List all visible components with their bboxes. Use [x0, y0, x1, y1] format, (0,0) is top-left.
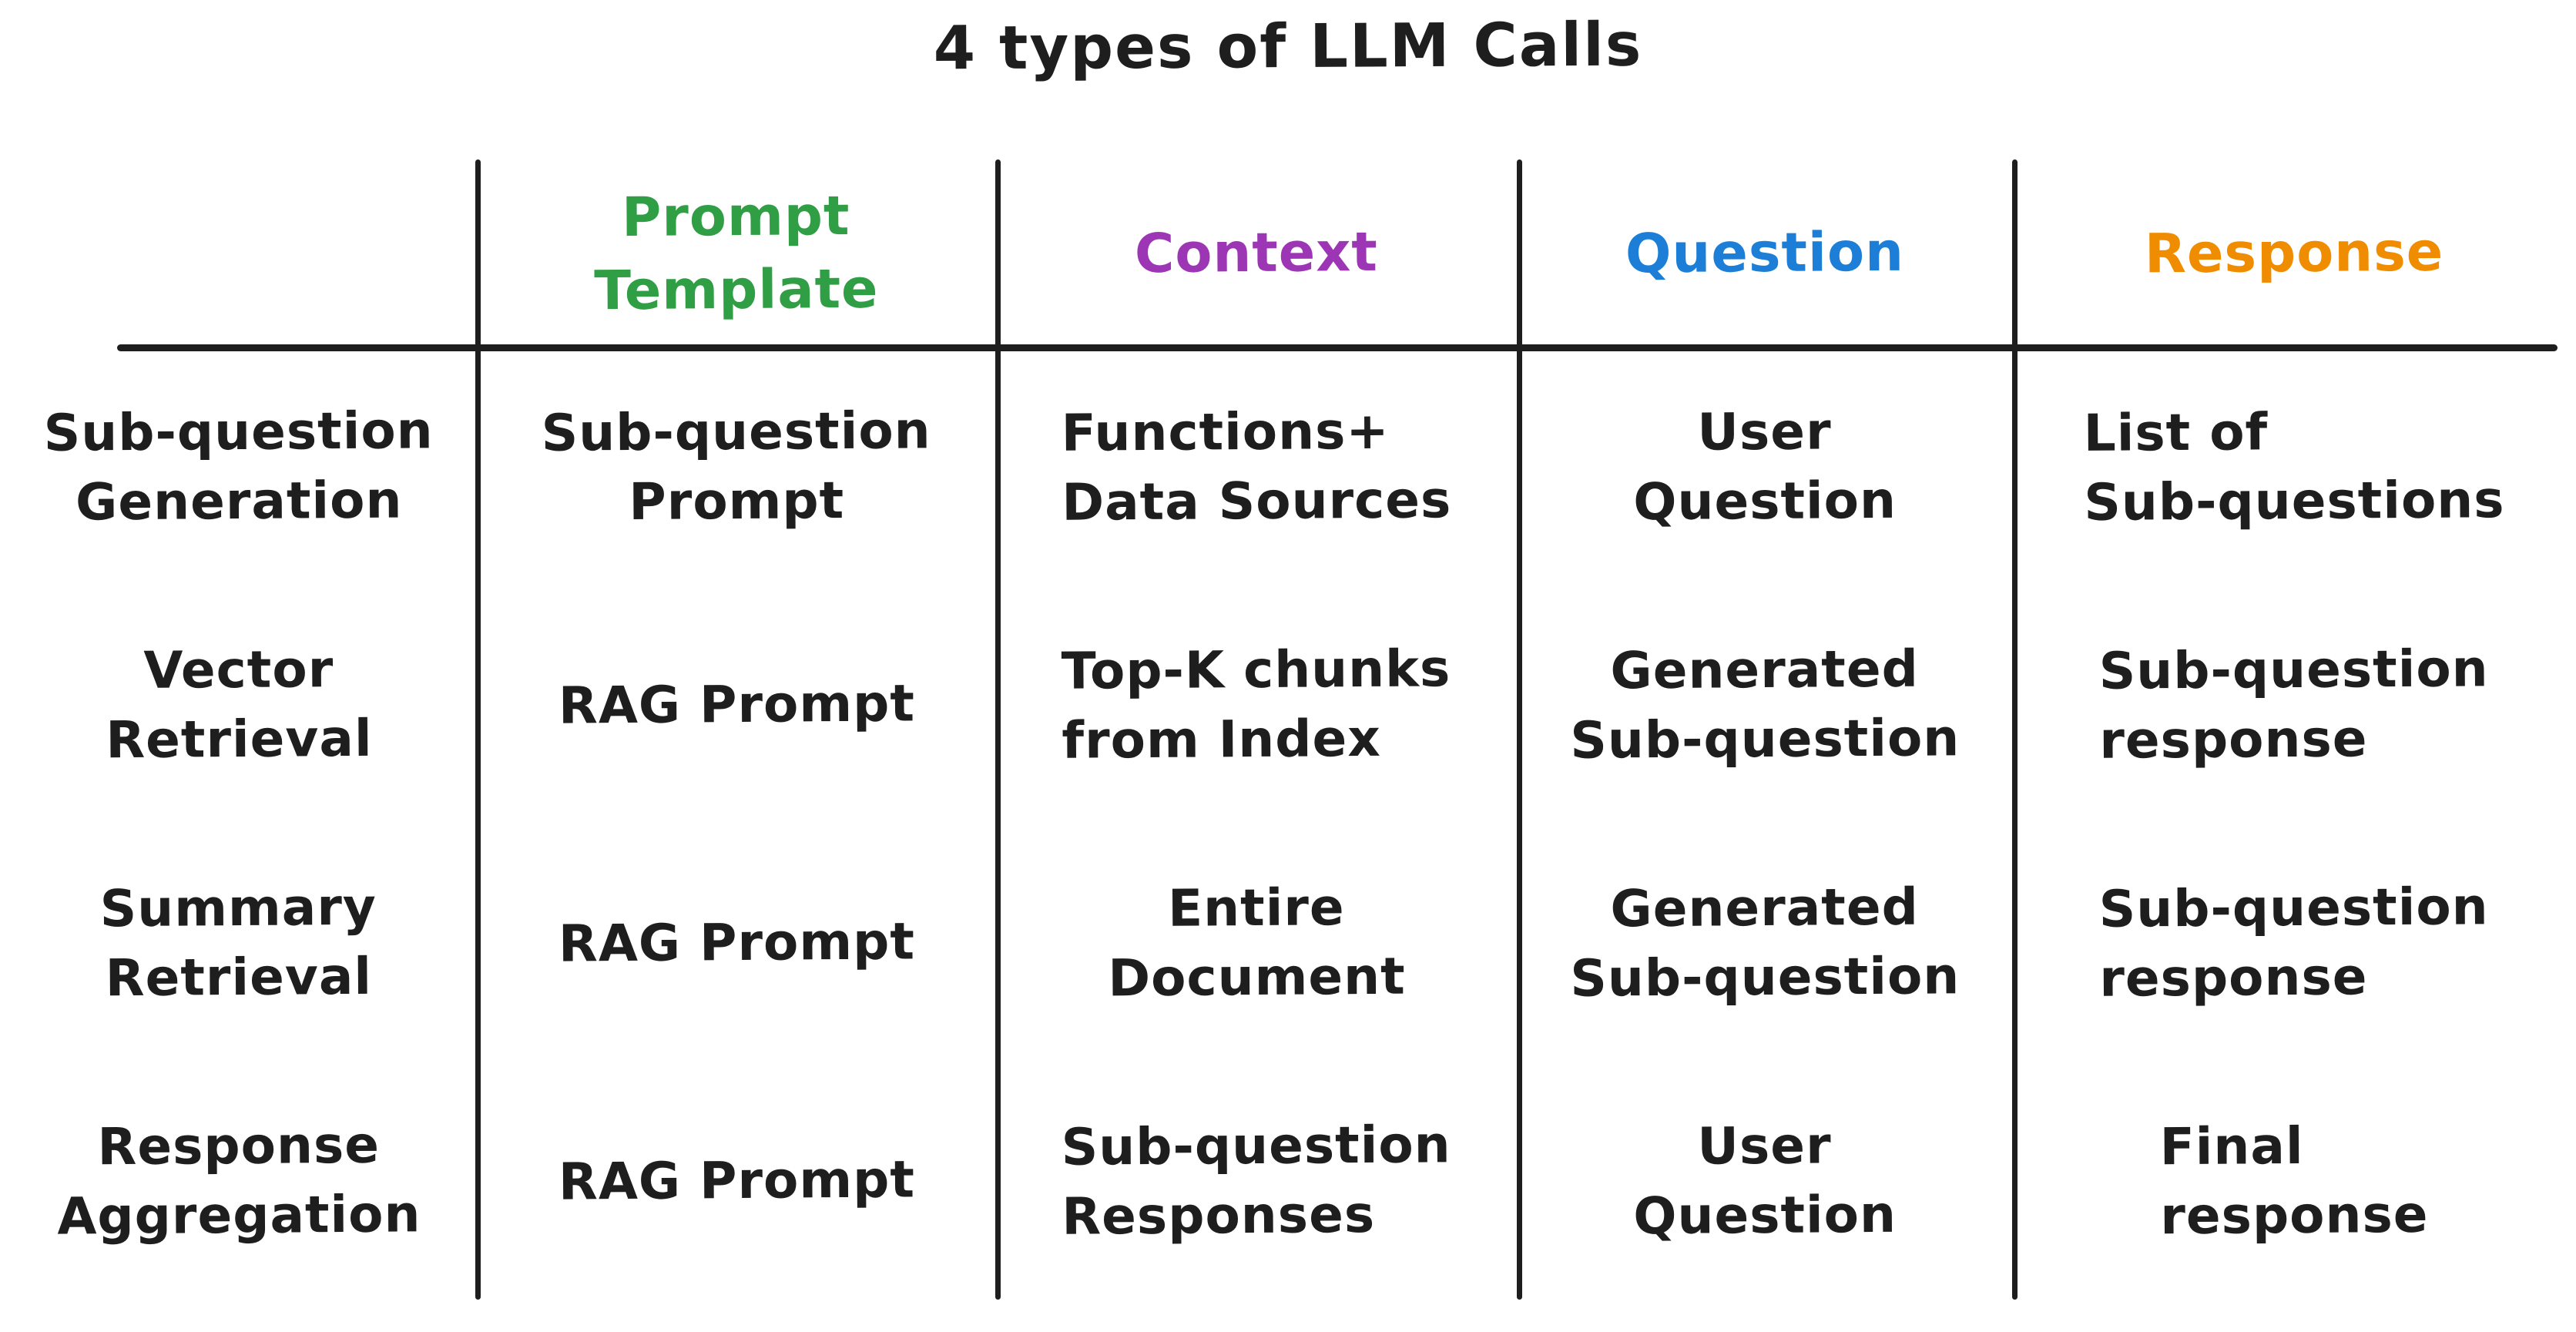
cell-prompt-template: RAG Prompt	[478, 824, 995, 1062]
cell-text-line: Question	[1633, 1184, 1897, 1246]
cell-text-line: Generated	[1610, 877, 1920, 939]
cell-text-line: User	[1697, 1116, 1833, 1176]
cell-text-line: Sub-question	[1570, 707, 1961, 770]
cell-text-line: Response	[2144, 220, 2444, 286]
cell-prompt-template: RAG Prompt	[478, 1062, 995, 1300]
cell-context: Entire Document	[995, 824, 1518, 1062]
row-label-response-aggregation: Response Aggregation	[0, 1062, 478, 1300]
cell-question: Generated Sub-question	[1518, 585, 2012, 824]
llm-calls-table: Prompt Template Context Question Respons…	[0, 159, 2576, 1300]
cell-text-line: Question	[1625, 220, 1905, 286]
cell-question: Generated Sub-question	[1518, 824, 2012, 1062]
cell-text-block: RAG Prompt	[558, 1145, 915, 1216]
cell-text-line: Functions+	[1061, 401, 1390, 463]
cell-text-block: User Question	[1633, 397, 1897, 537]
cell-text-block: Sub-question Prompt	[541, 396, 931, 537]
cell-prompt-template: Sub-question Prompt	[478, 347, 995, 585]
cell-text-line: Responses	[1062, 1184, 1376, 1246]
cell-text-line: Generated	[1610, 639, 1920, 701]
diagram-title: 4 types of LLM Calls	[933, 10, 1643, 84]
cell-text-line: Sub-question	[541, 400, 931, 463]
cell-text-line: Sub-question	[43, 400, 434, 463]
header-divider	[117, 344, 2558, 351]
column-divider	[995, 159, 1001, 1300]
cell-text-block: User Question	[1633, 1111, 1897, 1251]
cell-text-line: Prompt	[629, 470, 845, 532]
cell-text-line: Retrieval	[105, 946, 373, 1008]
column-divider	[475, 159, 481, 1300]
cell-text-line: Final	[2159, 1116, 2304, 1176]
cell-text-block: Generated Sub-question	[1569, 872, 1960, 1013]
cell-text-line: Summary	[99, 877, 377, 939]
cell-text-line: RAG Prompt	[558, 911, 915, 974]
cell-text-line: Question	[1633, 470, 1897, 532]
cell-text-line: Response	[97, 1115, 381, 1177]
cell-text-block: List of Sub-questions	[2083, 396, 2504, 537]
cell-text-block: RAG Prompt	[558, 907, 915, 978]
cell-text-block: Prompt Template	[594, 180, 879, 328]
column-header-question: Question	[1518, 159, 2012, 347]
cell-text-block: Sub-question response	[2098, 634, 2489, 775]
cell-text-block: Response	[2145, 216, 2444, 291]
cell-text-line: response	[2099, 708, 2368, 770]
cell-text-line: Aggregation	[56, 1183, 421, 1246]
cell-text-line: Sub-questions	[2083, 469, 2505, 532]
cell-text-line: RAG Prompt	[558, 673, 915, 736]
cell-text-line: from Index	[1062, 708, 1382, 770]
column-divider	[2012, 159, 2018, 1300]
cell-text-block: Functions+ Data Sources	[1061, 396, 1451, 537]
row-label-sub-question-generation: Sub-question Generation	[0, 347, 478, 585]
cell-question: User Question	[1518, 347, 2012, 585]
cell-text-line: Retrieval	[105, 708, 373, 770]
cell-context: Functions+ Data Sources	[995, 347, 1518, 585]
header-cell-empty	[0, 159, 478, 347]
cell-text-block: RAG Prompt	[558, 669, 915, 740]
cell-text-block: Summary Retrieval	[100, 872, 377, 1012]
cell-text-line: Sub-question	[1570, 945, 1961, 1008]
column-header-context: Context	[995, 159, 1518, 347]
column-header-response: Response	[2012, 159, 2576, 347]
row-label-summary-retrieval: Summary Retrieval	[0, 824, 478, 1062]
cell-text-line: Sub-question	[1061, 1114, 1451, 1177]
cell-text-block: Entire Document	[1107, 872, 1406, 1012]
cell-response: Sub-question response	[2012, 585, 2576, 824]
cell-text-line: List of	[2083, 401, 2269, 463]
cell-response: Final response	[2012, 1062, 2576, 1300]
cell-question: User Question	[1518, 1062, 2012, 1300]
cell-response: Sub-question response	[2012, 824, 2576, 1062]
cell-text-block: Context	[1135, 216, 1379, 290]
cell-text-line: Document	[1107, 946, 1406, 1008]
row-label-vector-retrieval: Vector Retrieval	[0, 585, 478, 824]
cell-text-line: Sub-question	[2098, 876, 2489, 939]
cell-text-line: Sub-question	[2098, 638, 2489, 701]
cell-prompt-template: RAG Prompt	[478, 585, 995, 824]
cell-text-block: Generated Sub-question	[1569, 634, 1960, 775]
cell-context: Top-K chunks from Index	[995, 585, 1518, 824]
cell-text-line: Data Sources	[1062, 469, 1452, 532]
cell-text-block: Top-K chunks from Index	[1062, 634, 1452, 775]
cell-text-line: RAG Prompt	[558, 1149, 915, 1212]
cell-response: List of Sub-questions	[2012, 347, 2576, 585]
column-header-prompt-template: Prompt Template	[478, 159, 995, 347]
cell-text-block: Question	[1625, 216, 1905, 291]
cell-text-line: response	[2099, 946, 2368, 1008]
cell-text-line: Prompt	[622, 183, 851, 249]
cell-text-block: Sub-question Responses	[1061, 1110, 1451, 1251]
cell-text-block: Sub-question response	[2098, 872, 2489, 1013]
cell-text-line: Template	[594, 257, 880, 323]
cell-text-block: Vector Retrieval	[105, 635, 373, 775]
cell-text-line: response	[2159, 1184, 2429, 1246]
cell-text-line: Generation	[75, 470, 403, 532]
cell-text-block: Final response	[2159, 1111, 2428, 1251]
cell-text-line: Vector	[143, 639, 334, 700]
cell-text-block: Response Aggregation	[56, 1110, 421, 1251]
cell-text-line: Top-K chunks	[1061, 638, 1451, 701]
column-divider	[1517, 159, 1522, 1300]
cell-context: Sub-question Responses	[995, 1062, 1518, 1300]
cell-text-line: User	[1697, 401, 1833, 462]
cell-text-line: Context	[1134, 220, 1379, 286]
cell-text-line: Entire	[1167, 877, 1345, 938]
cell-text-block: Sub-question Generation	[43, 396, 434, 537]
